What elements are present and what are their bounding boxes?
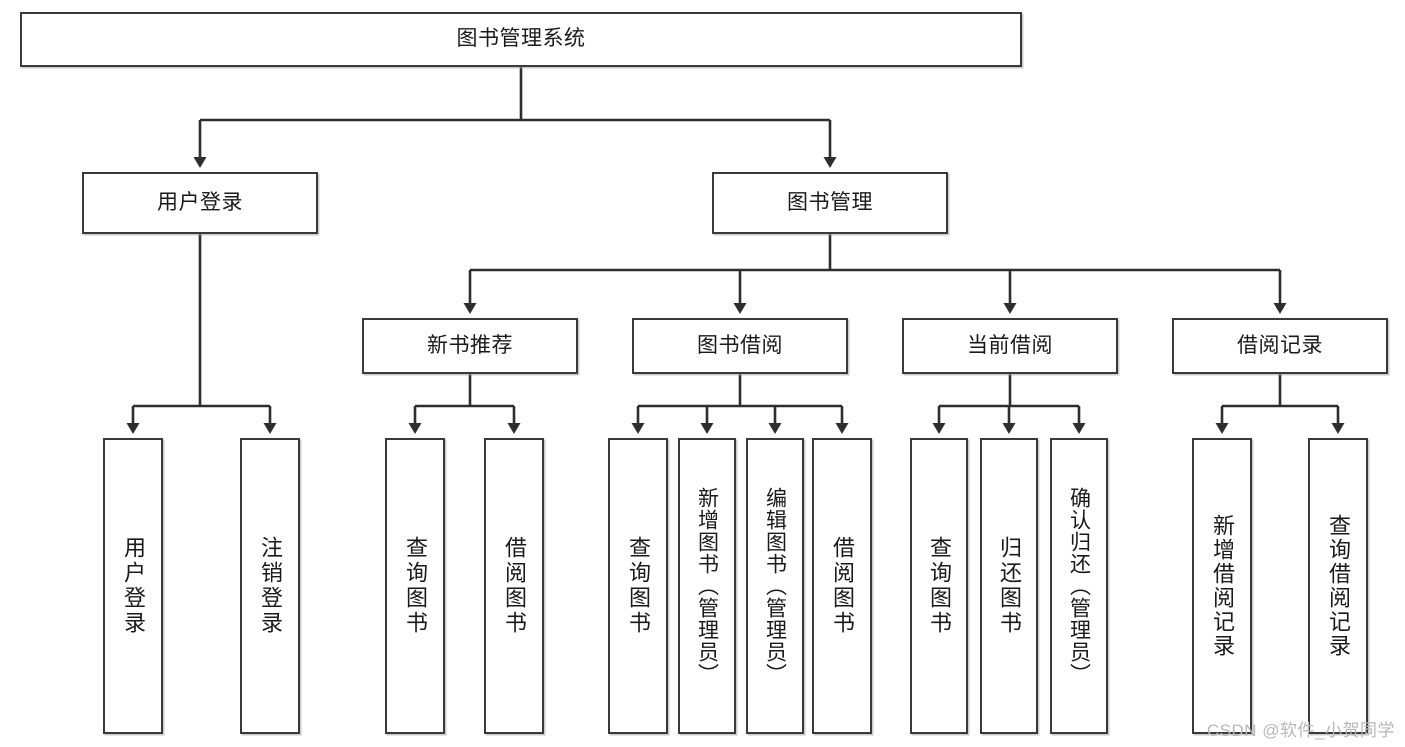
node-current-borrow-label: 当前借阅 <box>967 333 1053 357</box>
node-book-manage[interactable]: 图书管理 <box>712 172 948 234</box>
node-root[interactable]: 图书管理系统 <box>20 12 1022 67</box>
node-leaf-query-book-borrow-label: 查询图书 <box>626 536 651 636</box>
node-leaf-query-book-rec-label: 查询图书 <box>403 536 428 636</box>
node-leaf-query-book-borrow[interactable]: 查询图书 <box>608 438 668 734</box>
node-leaf-user-logout-label: 注销登录 <box>258 536 283 636</box>
node-book-manage-label: 图书管理 <box>787 190 873 214</box>
node-book-borrow-label: 图书借阅 <box>697 333 783 357</box>
node-leaf-add-record-label: 新增借阅记录 <box>1210 514 1235 658</box>
node-leaf-return-book-label: 归还图书 <box>997 536 1022 636</box>
node-leaf-borrow-book-rec-label: 借阅图书 <box>502 536 527 636</box>
node-leaf-borrow-book-label: 借阅图书 <box>830 536 855 636</box>
node-leaf-query-book-current[interactable]: 查询图书 <box>910 438 968 734</box>
node-leaf-edit-book[interactable]: 编辑图书（管理员） <box>746 438 804 734</box>
node-leaf-user-logout[interactable]: 注销登录 <box>240 438 300 734</box>
node-leaf-user-login-label: 用户登录 <box>121 536 146 636</box>
node-leaf-query-book-rec[interactable]: 查询图书 <box>385 438 445 734</box>
node-leaf-add-book[interactable]: 新增图书（管理员） <box>678 438 736 734</box>
node-current-borrow[interactable]: 当前借阅 <box>902 318 1118 374</box>
node-user-login[interactable]: 用户登录 <box>82 172 318 234</box>
node-new-book-rec[interactable]: 新书推荐 <box>362 318 578 374</box>
node-root-label: 图书管理系统 <box>456 27 586 51</box>
node-leaf-borrow-book-rec[interactable]: 借阅图书 <box>484 438 544 734</box>
node-leaf-query-book-current-label: 查询图书 <box>927 536 952 636</box>
node-leaf-query-record-label: 查询借阅记录 <box>1326 514 1351 658</box>
node-book-borrow[interactable]: 图书借阅 <box>632 318 848 374</box>
node-new-book-rec-label: 新书推荐 <box>427 333 513 357</box>
node-user-login-label: 用户登录 <box>157 190 243 214</box>
node-borrow-record-label: 借阅记录 <box>1237 333 1323 357</box>
node-leaf-edit-book-label: 编辑图书（管理员） <box>763 487 787 685</box>
node-leaf-query-record[interactable]: 查询借阅记录 <box>1308 438 1368 734</box>
node-leaf-user-login[interactable]: 用户登录 <box>103 438 163 734</box>
node-leaf-confirm-return[interactable]: 确认归还（管理员） <box>1050 438 1108 734</box>
node-leaf-confirm-return-label: 确认归还（管理员） <box>1067 487 1091 685</box>
node-leaf-borrow-book[interactable]: 借阅图书 <box>812 438 872 734</box>
node-leaf-add-record[interactable]: 新增借阅记录 <box>1192 438 1252 734</box>
node-leaf-add-book-label: 新增图书（管理员） <box>695 487 719 685</box>
csdn-watermark: CSDN @软件_小贺同学 <box>1206 721 1395 740</box>
node-leaf-return-book[interactable]: 归还图书 <box>980 438 1038 734</box>
node-borrow-record[interactable]: 借阅记录 <box>1172 318 1388 374</box>
